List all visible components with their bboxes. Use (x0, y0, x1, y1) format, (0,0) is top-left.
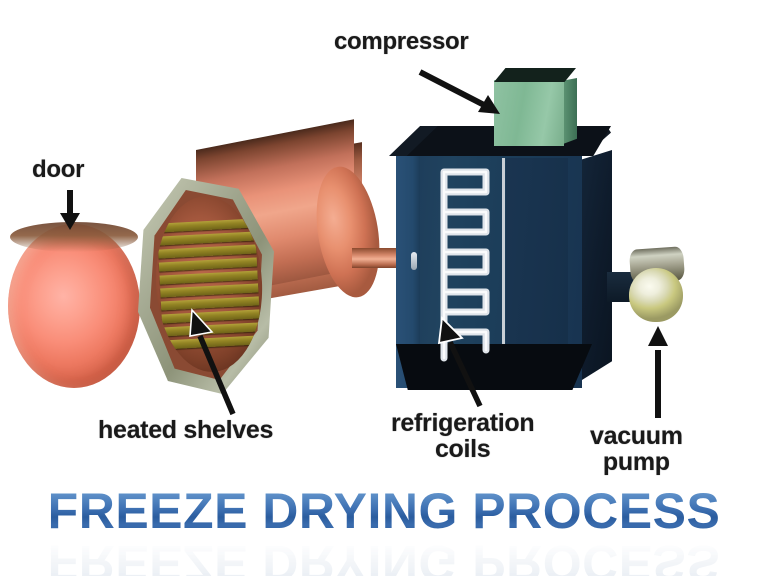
arrow-refrigeration-coils (428, 310, 490, 410)
label-heated-shelves-text: heated shelves (98, 416, 274, 444)
compressor-block (494, 80, 564, 146)
shelf (157, 231, 256, 246)
compressor-top (494, 68, 576, 82)
label-door-text: door (32, 156, 85, 183)
connecting-pipe (352, 248, 396, 268)
shelf (158, 257, 258, 272)
label-door: door (32, 156, 85, 183)
cabinet-divider (502, 158, 505, 366)
label-compressor-text: compressor (334, 28, 469, 55)
label-refrigeration-coils: refrigeration coils (391, 409, 535, 463)
shelf (156, 218, 256, 233)
shelf (160, 283, 259, 298)
cabinet-floor (396, 344, 592, 390)
shelf (159, 270, 258, 285)
cabinet-latch (411, 252, 417, 270)
arrow-vacuum-pump (645, 324, 671, 420)
arrow-heated-shelves (178, 300, 240, 418)
label-compressor: compressor (334, 28, 469, 55)
label-refrigeration-coils-line1: refrigeration (391, 409, 535, 437)
page-title-reflection: FREEZE DRYING PROCESS (47, 535, 721, 576)
vacuum-pump-head (629, 268, 683, 322)
chamber-door-rim (10, 222, 138, 252)
label-vacuum-pump-line1: vacuum (590, 422, 683, 450)
compressor-side (563, 78, 577, 144)
refrigeration-coils (436, 158, 498, 366)
label-refrigeration-coils-line2: coils (434, 434, 491, 463)
label-heated-shelves: heated shelves (98, 416, 274, 444)
label-vacuum-pump: vacuum pump (590, 422, 683, 476)
arrow-door (57, 188, 83, 232)
label-vacuum-pump-line2: pump (602, 447, 670, 476)
arrow-compressor (416, 68, 508, 120)
shelf (158, 244, 257, 259)
page-title: FREEZE DRYING PROCESS (0, 486, 768, 536)
cabinet-inner-panel (506, 158, 568, 362)
